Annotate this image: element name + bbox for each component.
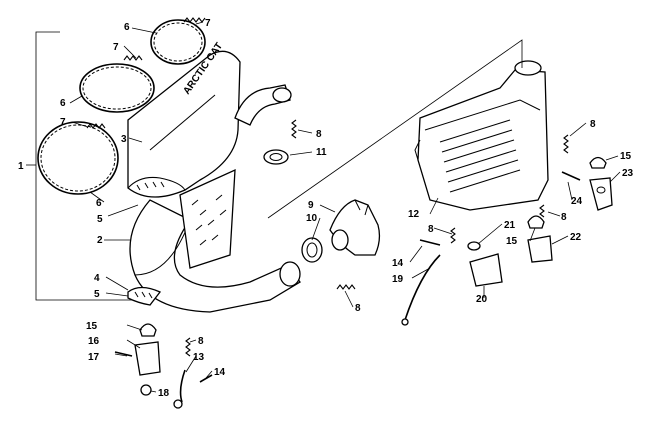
- clip-13: [173, 369, 186, 409]
- callout-6b: 6: [60, 98, 66, 109]
- ground-wire-19: [401, 254, 441, 326]
- bolt-14-right: [419, 239, 441, 246]
- callout-24: 24: [571, 196, 583, 207]
- callout-10: 10: [306, 213, 318, 224]
- pipe-connector: [279, 261, 301, 287]
- muffler-canister-3: ARCTIC CAT: [127, 41, 241, 198]
- callout-2: 2: [97, 235, 103, 246]
- callout-3: 3: [121, 134, 127, 145]
- callout-14a: 14: [392, 258, 404, 269]
- callout-14b: 14: [214, 367, 226, 378]
- spring-8-right-mid: [539, 204, 545, 218]
- spring-7-middle: [123, 55, 143, 61]
- bracket-23: [589, 177, 613, 211]
- callout-20: 20: [476, 294, 488, 305]
- callout-17: 17: [88, 352, 100, 363]
- grommet-15-right: [589, 156, 607, 169]
- muffler-12: [414, 60, 549, 211]
- callout-7b: 7: [113, 42, 119, 53]
- spring-7-bottom: [86, 123, 106, 129]
- bracket-22: [527, 235, 553, 263]
- callout-11: 11: [316, 147, 327, 158]
- callout-15c: 15: [620, 151, 632, 162]
- clamp-ring-bottom: [37, 121, 119, 195]
- exhaust-upper-bend: [234, 84, 292, 126]
- bolt-17: [114, 351, 133, 357]
- gasket-10: [301, 237, 323, 263]
- spring-7-top: [183, 17, 206, 23]
- clamp-ring-top: [150, 19, 206, 65]
- callout-22: 22: [570, 232, 582, 243]
- callout-21: 21: [504, 220, 516, 231]
- heat-shield-lower-5: [127, 286, 162, 306]
- callout-8a: 8: [316, 129, 322, 140]
- callout-5a: 5: [97, 214, 103, 225]
- callout-18: 18: [158, 388, 170, 399]
- grommet-15-left: [139, 323, 157, 337]
- callout-19: 19: [392, 274, 404, 285]
- spring-8-middle: [336, 284, 356, 290]
- callout-8e: 8: [428, 224, 434, 235]
- bracket-16: [134, 341, 161, 376]
- spring-8-right-top: [563, 134, 569, 154]
- callout-8c: 8: [590, 119, 596, 130]
- callout-13: 13: [193, 352, 205, 363]
- bolt-24: [561, 171, 581, 181]
- callout-6c: 6: [96, 198, 102, 209]
- callout-7a: 7: [205, 18, 211, 29]
- callout-7c: 7: [60, 117, 66, 128]
- y-pipe-9: [329, 199, 381, 256]
- callout-1: 1: [18, 161, 24, 172]
- callout-23: 23: [622, 168, 634, 179]
- clamp-ring-middle: [79, 63, 155, 113]
- spring-8-upper: [291, 119, 297, 139]
- callout-9: 9: [308, 200, 314, 211]
- callout-15a: 15: [86, 321, 98, 332]
- canister-hatch-band: [136, 181, 165, 191]
- spring-8-muffler-left: [450, 227, 456, 244]
- grommet-11: [263, 149, 289, 165]
- callout-16: 16: [88, 336, 100, 347]
- heat-shield-5: [179, 168, 236, 269]
- bracket-20: [469, 253, 503, 287]
- callout-15b: 15: [506, 236, 518, 247]
- callout-8d: 8: [561, 212, 567, 223]
- washer-21: [467, 241, 481, 251]
- callout-8b: 8: [355, 303, 361, 314]
- spring-8-lower: [185, 337, 191, 357]
- bolt-14-lower: [199, 374, 213, 383]
- callout-5b: 5: [94, 289, 100, 300]
- callout-12: 12: [408, 209, 420, 220]
- nut-18: [140, 384, 152, 396]
- grommet-15-mid: [527, 215, 545, 229]
- group-bracket-1: [35, 31, 134, 301]
- callout-8f: 8: [198, 336, 204, 347]
- callout-4: 4: [94, 273, 100, 284]
- assembly-line: [267, 39, 523, 219]
- callout-leaders: [69, 21, 621, 393]
- callout-6a: 6: [124, 22, 130, 33]
